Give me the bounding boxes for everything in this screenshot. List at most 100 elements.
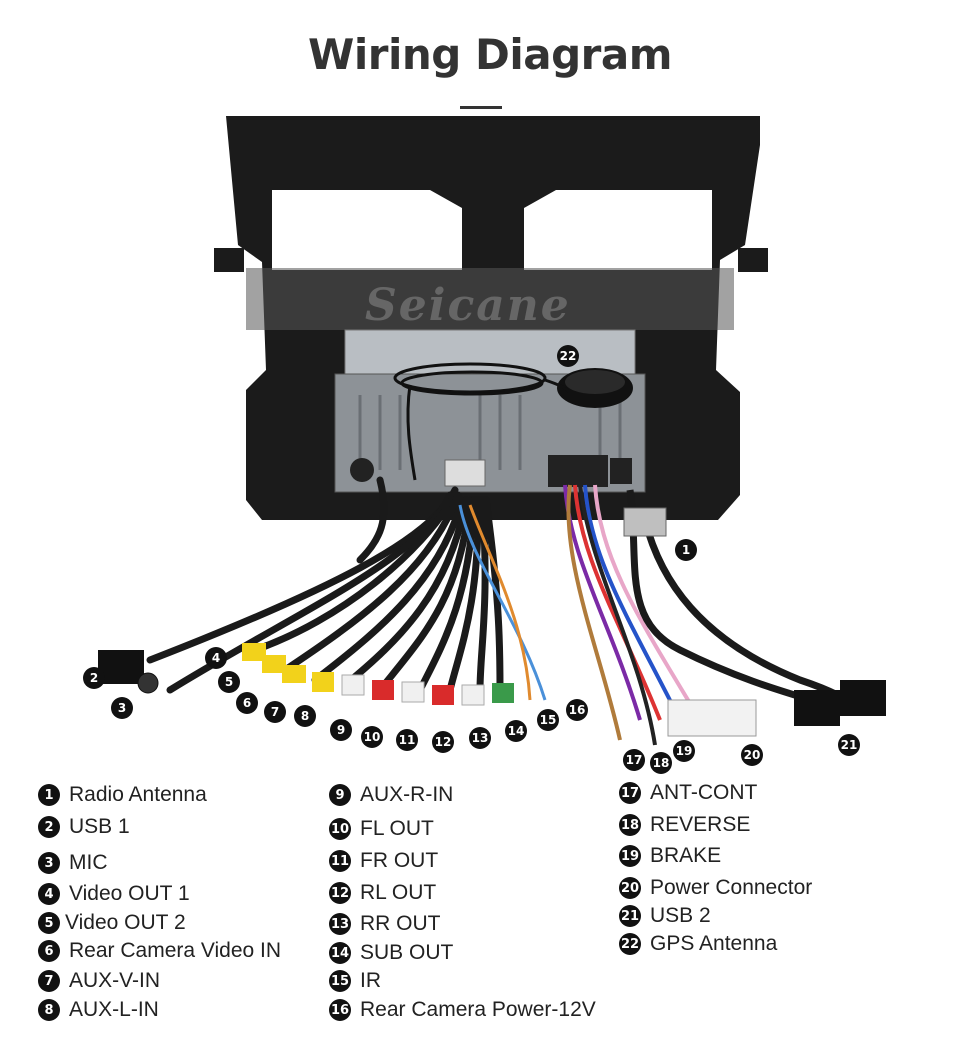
legend-number: 20	[619, 877, 641, 899]
legend-number: 7	[38, 970, 60, 992]
legend-label: Power Connector	[650, 876, 813, 899]
legend-number: 9	[329, 784, 351, 806]
marker-1: 1	[675, 539, 697, 561]
legend-number: 18	[619, 814, 641, 836]
legend-number: 13	[329, 913, 351, 935]
legend-label: ANT-CONT	[650, 781, 758, 804]
legend-item: 22 GPS Antenna	[619, 932, 777, 956]
legend-label: RR OUT	[360, 912, 441, 935]
marker-13: 13	[469, 727, 491, 749]
harness-cables	[146, 476, 504, 694]
marker-4: 4	[205, 647, 227, 669]
marker-21: 21	[838, 734, 860, 756]
legend-number: 11	[329, 850, 351, 872]
connector-block	[444, 459, 486, 487]
legend-item: 16 Rear Camera Power-12V	[329, 998, 596, 1022]
legend-item: 3 MIC	[38, 851, 108, 875]
legend-label: FR OUT	[360, 849, 439, 872]
legend-label: GPS Antenna	[650, 932, 778, 955]
legend-label: REVERSE	[650, 813, 751, 836]
marker-14: 14	[505, 720, 527, 742]
marker-22: 22	[557, 345, 579, 367]
power-harness-wires	[563, 484, 702, 746]
legend-number: 2	[38, 816, 60, 838]
marker-20: 20	[741, 744, 763, 766]
marker-12: 12	[432, 731, 454, 753]
antenna-port	[350, 458, 374, 482]
legend-item: 13 RR OUT	[329, 912, 441, 936]
legend-label: USB 1	[69, 815, 130, 838]
marker-17: 17	[623, 749, 645, 771]
marker-16: 16	[566, 699, 588, 721]
head-unit-top	[344, 329, 636, 375]
legend-number: 12	[329, 882, 351, 904]
legend-label: MIC	[69, 851, 108, 874]
legend-number: 6	[38, 940, 60, 962]
marker-8: 8	[294, 705, 316, 727]
frame-opening-right	[524, 190, 712, 270]
legend-number: 8	[38, 999, 60, 1021]
legend-item: 17 ANT-CONT	[619, 781, 757, 805]
watermark-logo: Seicane	[365, 280, 571, 331]
usb-port-unit	[610, 458, 632, 484]
marker-2: 2	[83, 667, 105, 689]
marker-6: 6	[236, 692, 258, 714]
legend-item: 11 FR OUT	[329, 849, 438, 873]
legend-item: 10 FL OUT	[329, 817, 434, 841]
legend-label: AUX-L-IN	[69, 998, 159, 1021]
legend-number: 14	[329, 942, 351, 964]
legend-number: 10	[329, 818, 351, 840]
marker-11: 11	[396, 729, 418, 751]
marker-5: 5	[218, 671, 240, 693]
legend-item: 2 USB 1	[38, 815, 130, 839]
legend-item: 14 SUB OUT	[329, 941, 453, 965]
legend-label: USB 2	[650, 904, 711, 927]
legend-label: AUX-R-IN	[360, 783, 454, 806]
frame-opening-left	[272, 190, 462, 270]
marker-10: 10	[361, 726, 383, 748]
antenna-connector	[623, 507, 667, 537]
watermark-band	[246, 268, 734, 330]
legend-number: 22	[619, 933, 641, 955]
marker-19: 19	[673, 740, 695, 762]
gps-cable-coil	[393, 362, 571, 481]
legend-number: 1	[38, 784, 60, 806]
frame-tab-right	[738, 248, 768, 272]
legend-label: AUX-V-IN	[69, 969, 161, 992]
rca-plugs	[242, 643, 514, 706]
legend-item: 7 AUX-V-IN	[38, 969, 160, 993]
legend-number: 3	[38, 852, 60, 874]
legend-number: 15	[329, 970, 351, 992]
usb1-plug	[98, 650, 144, 684]
usb2-plug-a	[794, 690, 840, 726]
legend-label: BRAKE	[650, 844, 722, 867]
mic-jack	[137, 672, 159, 694]
marker-7: 7	[264, 701, 286, 723]
title-underline	[460, 106, 502, 109]
legend-number: 16	[329, 999, 351, 1021]
legend-label: Rear Camera Power-12V	[360, 998, 596, 1021]
legend-number: 4	[38, 883, 60, 905]
legend-item: 15 IR	[329, 969, 381, 993]
page-title: Wiring Diagram	[308, 30, 672, 79]
legend-label: IR	[360, 969, 381, 992]
usb2-plug-b	[840, 680, 886, 716]
power-port	[548, 455, 608, 487]
thin-wires	[458, 504, 547, 701]
legend-number: 21	[619, 905, 641, 927]
legend-number: 17	[619, 782, 641, 804]
marker-9: 9	[330, 719, 352, 741]
legend-item: 21 USB 2	[619, 904, 711, 928]
legend-item: 18 REVERSE	[619, 813, 750, 837]
legend-item: 9 AUX-R-IN	[329, 783, 453, 807]
legend-label: FL OUT	[360, 817, 434, 840]
legend-number: 5	[38, 912, 60, 934]
legend-label: SUB OUT	[360, 941, 454, 964]
legend-label: RL OUT	[360, 881, 437, 904]
power-connector	[667, 699, 757, 737]
